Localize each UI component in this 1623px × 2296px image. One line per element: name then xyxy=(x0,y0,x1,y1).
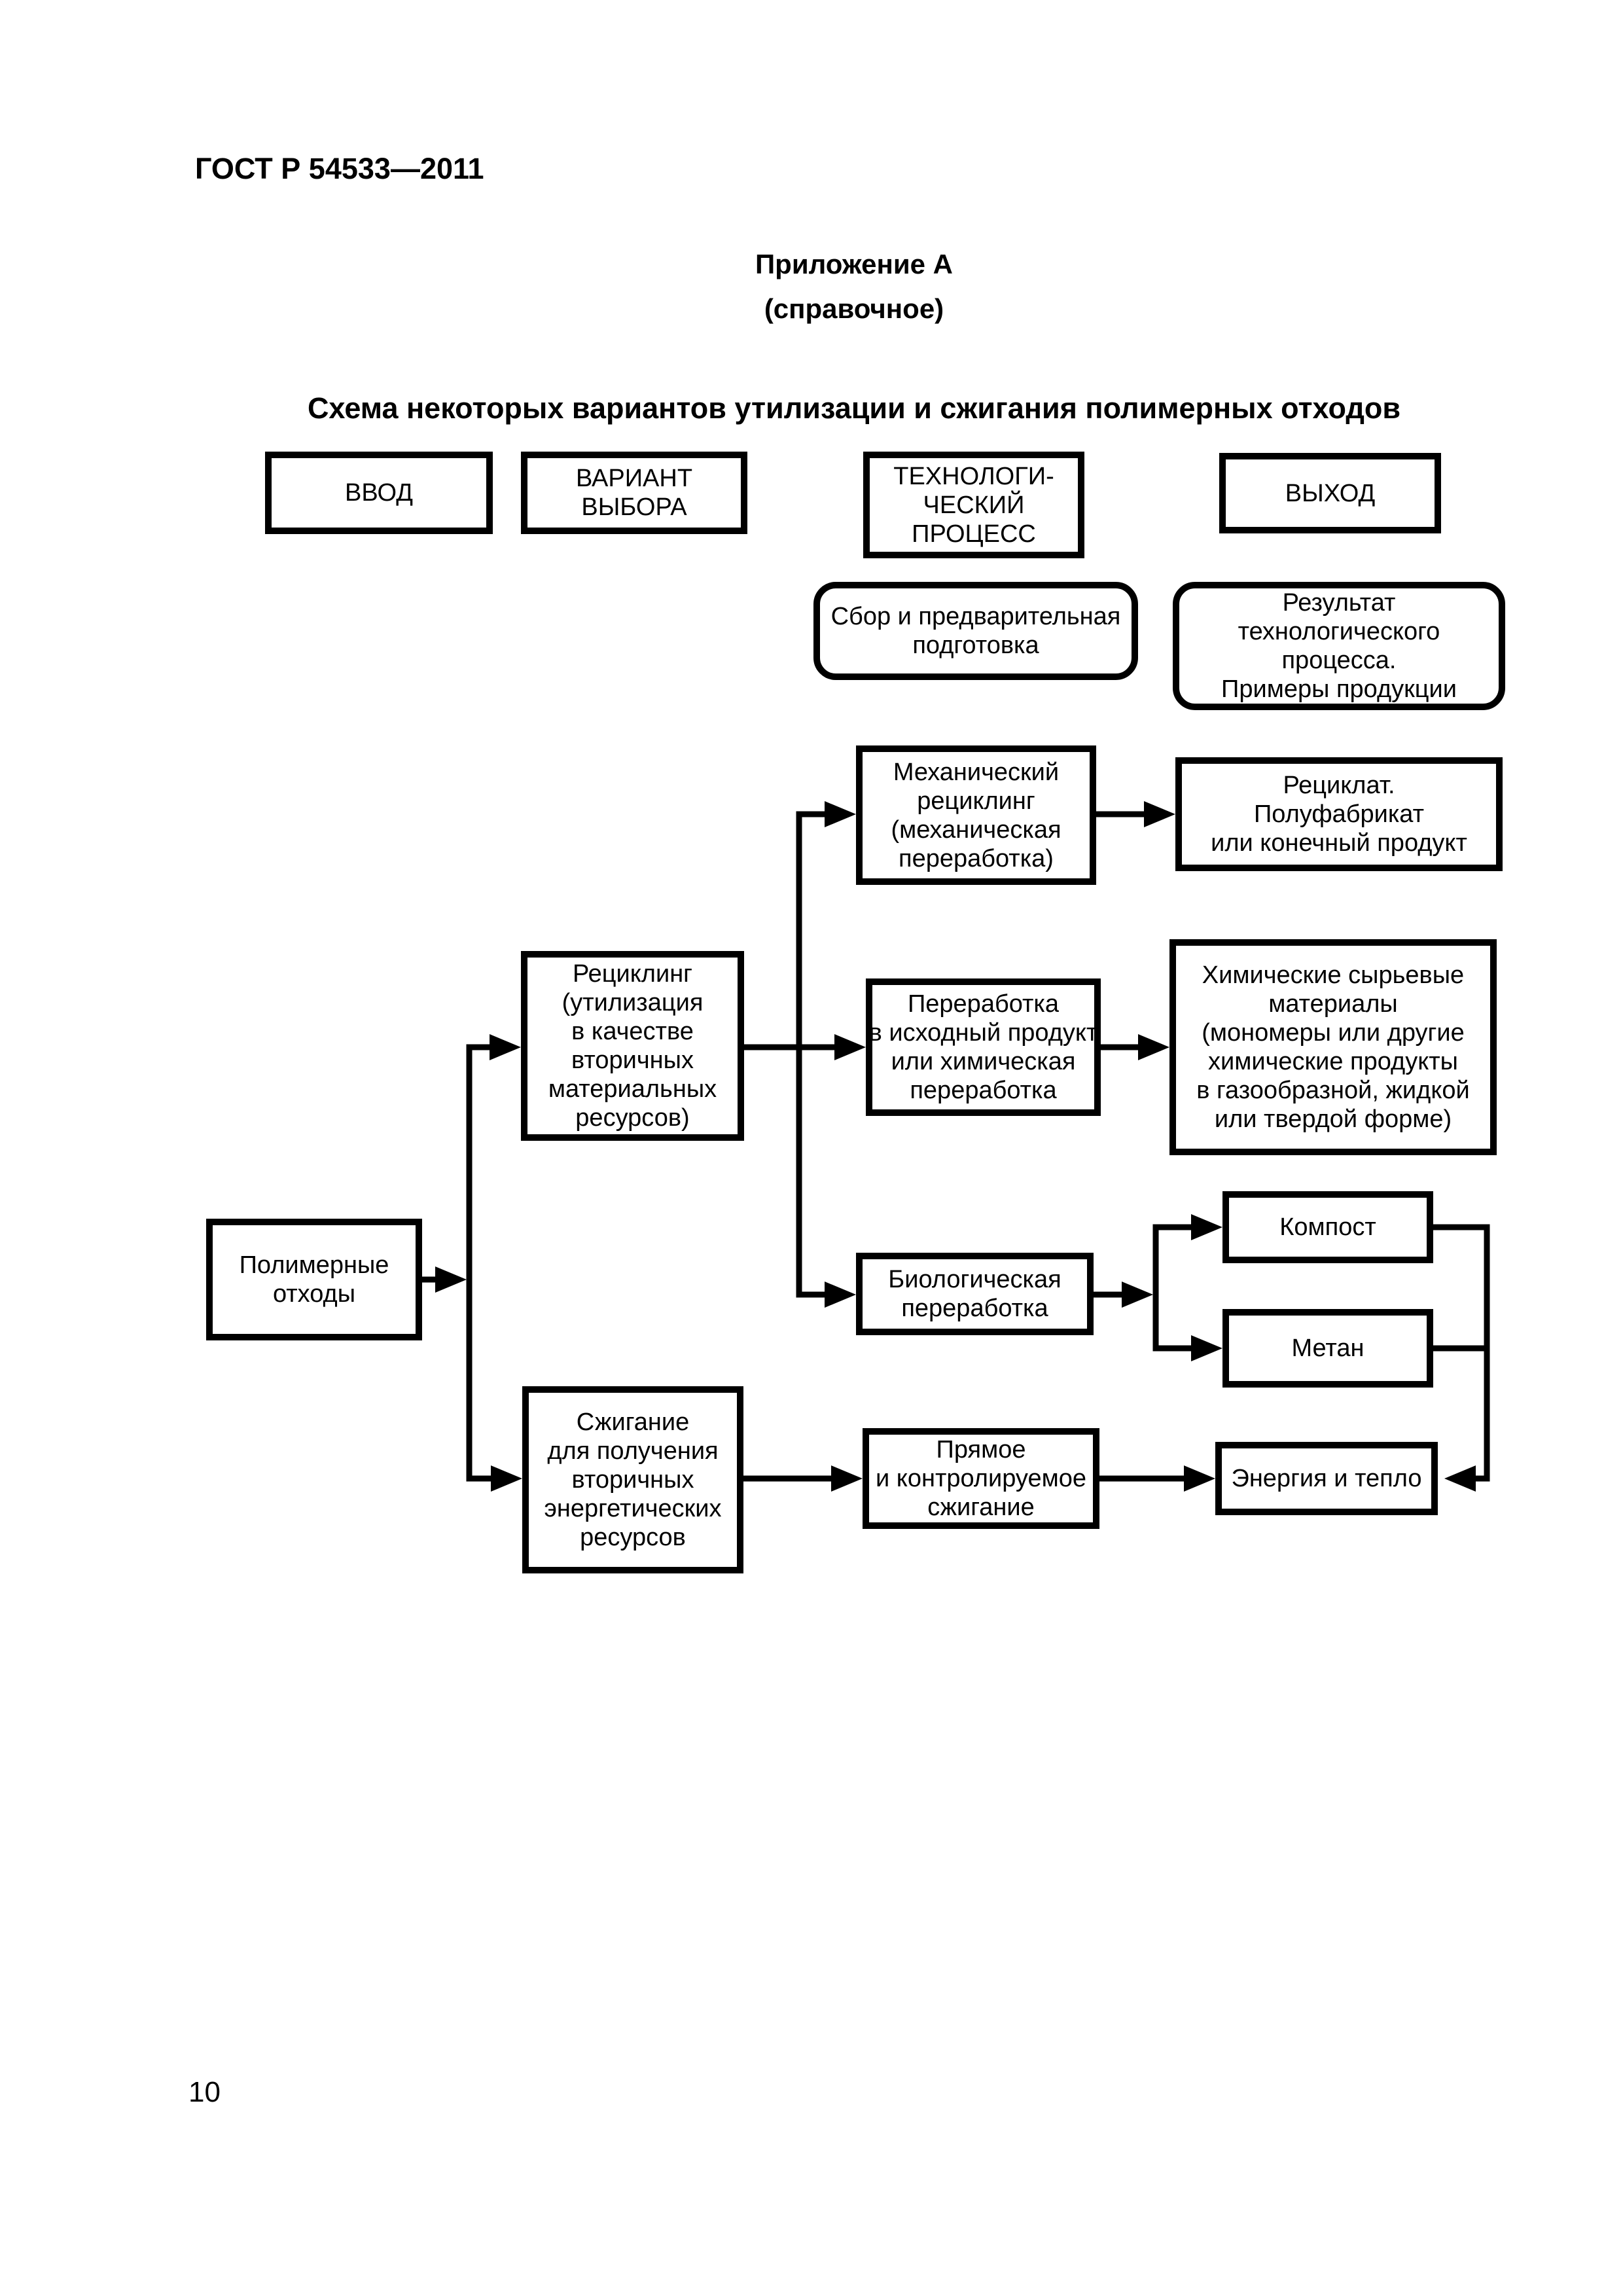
arrowhead-trunk-to-recycling xyxy=(490,1034,521,1060)
biological-processing-label: Биологическая переработка xyxy=(888,1266,1061,1322)
choice-header-label: ВАРИАНТ ВЫБОРА xyxy=(575,465,693,521)
recyclate: Рециклат. Полуфабрикат или конечный прод… xyxy=(1175,757,1503,871)
choice-header: ВАРИАНТ ВЫБОРА xyxy=(521,452,747,534)
process-header: ТЕХНОЛОГИ- ЧЕСКИЙ ПРОЦЕСС xyxy=(863,452,1084,558)
compost-label: Компост xyxy=(1279,1213,1376,1241)
standard-code: ГОСТ Р 54533—2011 xyxy=(195,152,484,185)
arrowhead-recycling-to-reprocessing xyxy=(834,1034,866,1060)
energy-heat: Энергия и тепло xyxy=(1215,1442,1438,1515)
arrowhead-direct-to-energy xyxy=(1184,1465,1215,1492)
arrowhead-waste-to-trunk xyxy=(435,1266,467,1293)
input-header: ВВОД xyxy=(265,452,493,534)
collection-note-label: Сбор и предварительная подготовка xyxy=(830,603,1121,659)
connector-merge-to-energy xyxy=(1469,1224,1490,1482)
arrowhead-split-to-compost xyxy=(1191,1214,1222,1240)
incineration: Сжигание для получения вторичных энергет… xyxy=(522,1386,743,1573)
arrowhead-biological-to-split xyxy=(1122,1282,1153,1308)
mechanical-recycling: Механический рециклинг (механическая пер… xyxy=(856,745,1096,885)
direct-incineration-label: Прямое и контролируемое сжигание xyxy=(876,1436,1086,1521)
output-header-label: ВЫХОД xyxy=(1285,479,1376,507)
recyclate-label: Рециклат. Полуфабрикат или конечный прод… xyxy=(1211,772,1467,857)
arrowhead-branch-to-mechanical xyxy=(825,801,856,827)
arrowhead-branch-to-biological xyxy=(825,1282,856,1308)
chemical-raw-materials: Химические сырьевые материалы (мономеры … xyxy=(1169,939,1497,1155)
output-header: ВЫХОД xyxy=(1219,453,1441,533)
methane-label: Метан xyxy=(1291,1335,1364,1362)
direct-incineration: Прямое и контролируемое сжигание xyxy=(863,1428,1099,1529)
appendix-title: Приложение А xyxy=(755,249,954,279)
reprocessing-label: Переработка в исходный продукт или химич… xyxy=(868,990,1098,1104)
polymer-waste-label: Полимерные отходы xyxy=(239,1251,389,1308)
input-header-label: ВВОД xyxy=(345,479,413,507)
arrowhead-trunk-to-incineration xyxy=(491,1465,522,1492)
methane: Метан xyxy=(1222,1309,1433,1388)
appendix-subtitle: (справочное) xyxy=(764,293,944,324)
arrowhead-merge-to-energy xyxy=(1444,1465,1476,1492)
result-note-label: Результат технологического процесса. При… xyxy=(1221,589,1457,703)
energy-heat-label: Энергия и тепло xyxy=(1231,1465,1422,1492)
mechanical-recycling-label: Механический рециклинг (механическая пер… xyxy=(891,758,1061,872)
page-number: 10 xyxy=(188,2076,221,2108)
arrowhead-split-to-methane xyxy=(1191,1335,1222,1361)
diagram-title: Схема некоторых вариантов утилизации и с… xyxy=(307,391,1401,425)
recycling-label: Рециклинг (утилизация в качестве вторичн… xyxy=(548,960,717,1132)
arrowhead-incineration-to-direct xyxy=(831,1465,863,1492)
collection-note: Сбор и предварительная подготовка xyxy=(813,582,1138,680)
chemical-raw-materials-label: Химические сырьевые материалы (мономеры … xyxy=(1196,961,1470,1133)
arrowhead-mechanical-to-recyclate xyxy=(1144,801,1175,827)
incineration-label: Сжигание для получения вторичных энергет… xyxy=(544,1408,722,1551)
reprocessing: Переработка в исходный продукт или химич… xyxy=(866,978,1101,1116)
recycling: Рециклинг (утилизация в качестве вторичн… xyxy=(521,951,744,1141)
biological-processing: Биологическая переработка xyxy=(856,1253,1094,1335)
polymer-waste: Полимерные отходы xyxy=(206,1219,422,1340)
result-note: Результат технологического процесса. При… xyxy=(1173,582,1505,710)
process-header-label: ТЕХНОЛОГИ- ЧЕСКИЙ ПРОЦЕСС xyxy=(893,462,1054,548)
compost: Компост xyxy=(1222,1191,1433,1263)
appendix-heading: Приложение А (справочное) xyxy=(85,242,1623,331)
arrowhead-reprocessing-to-chemical xyxy=(1138,1034,1169,1060)
